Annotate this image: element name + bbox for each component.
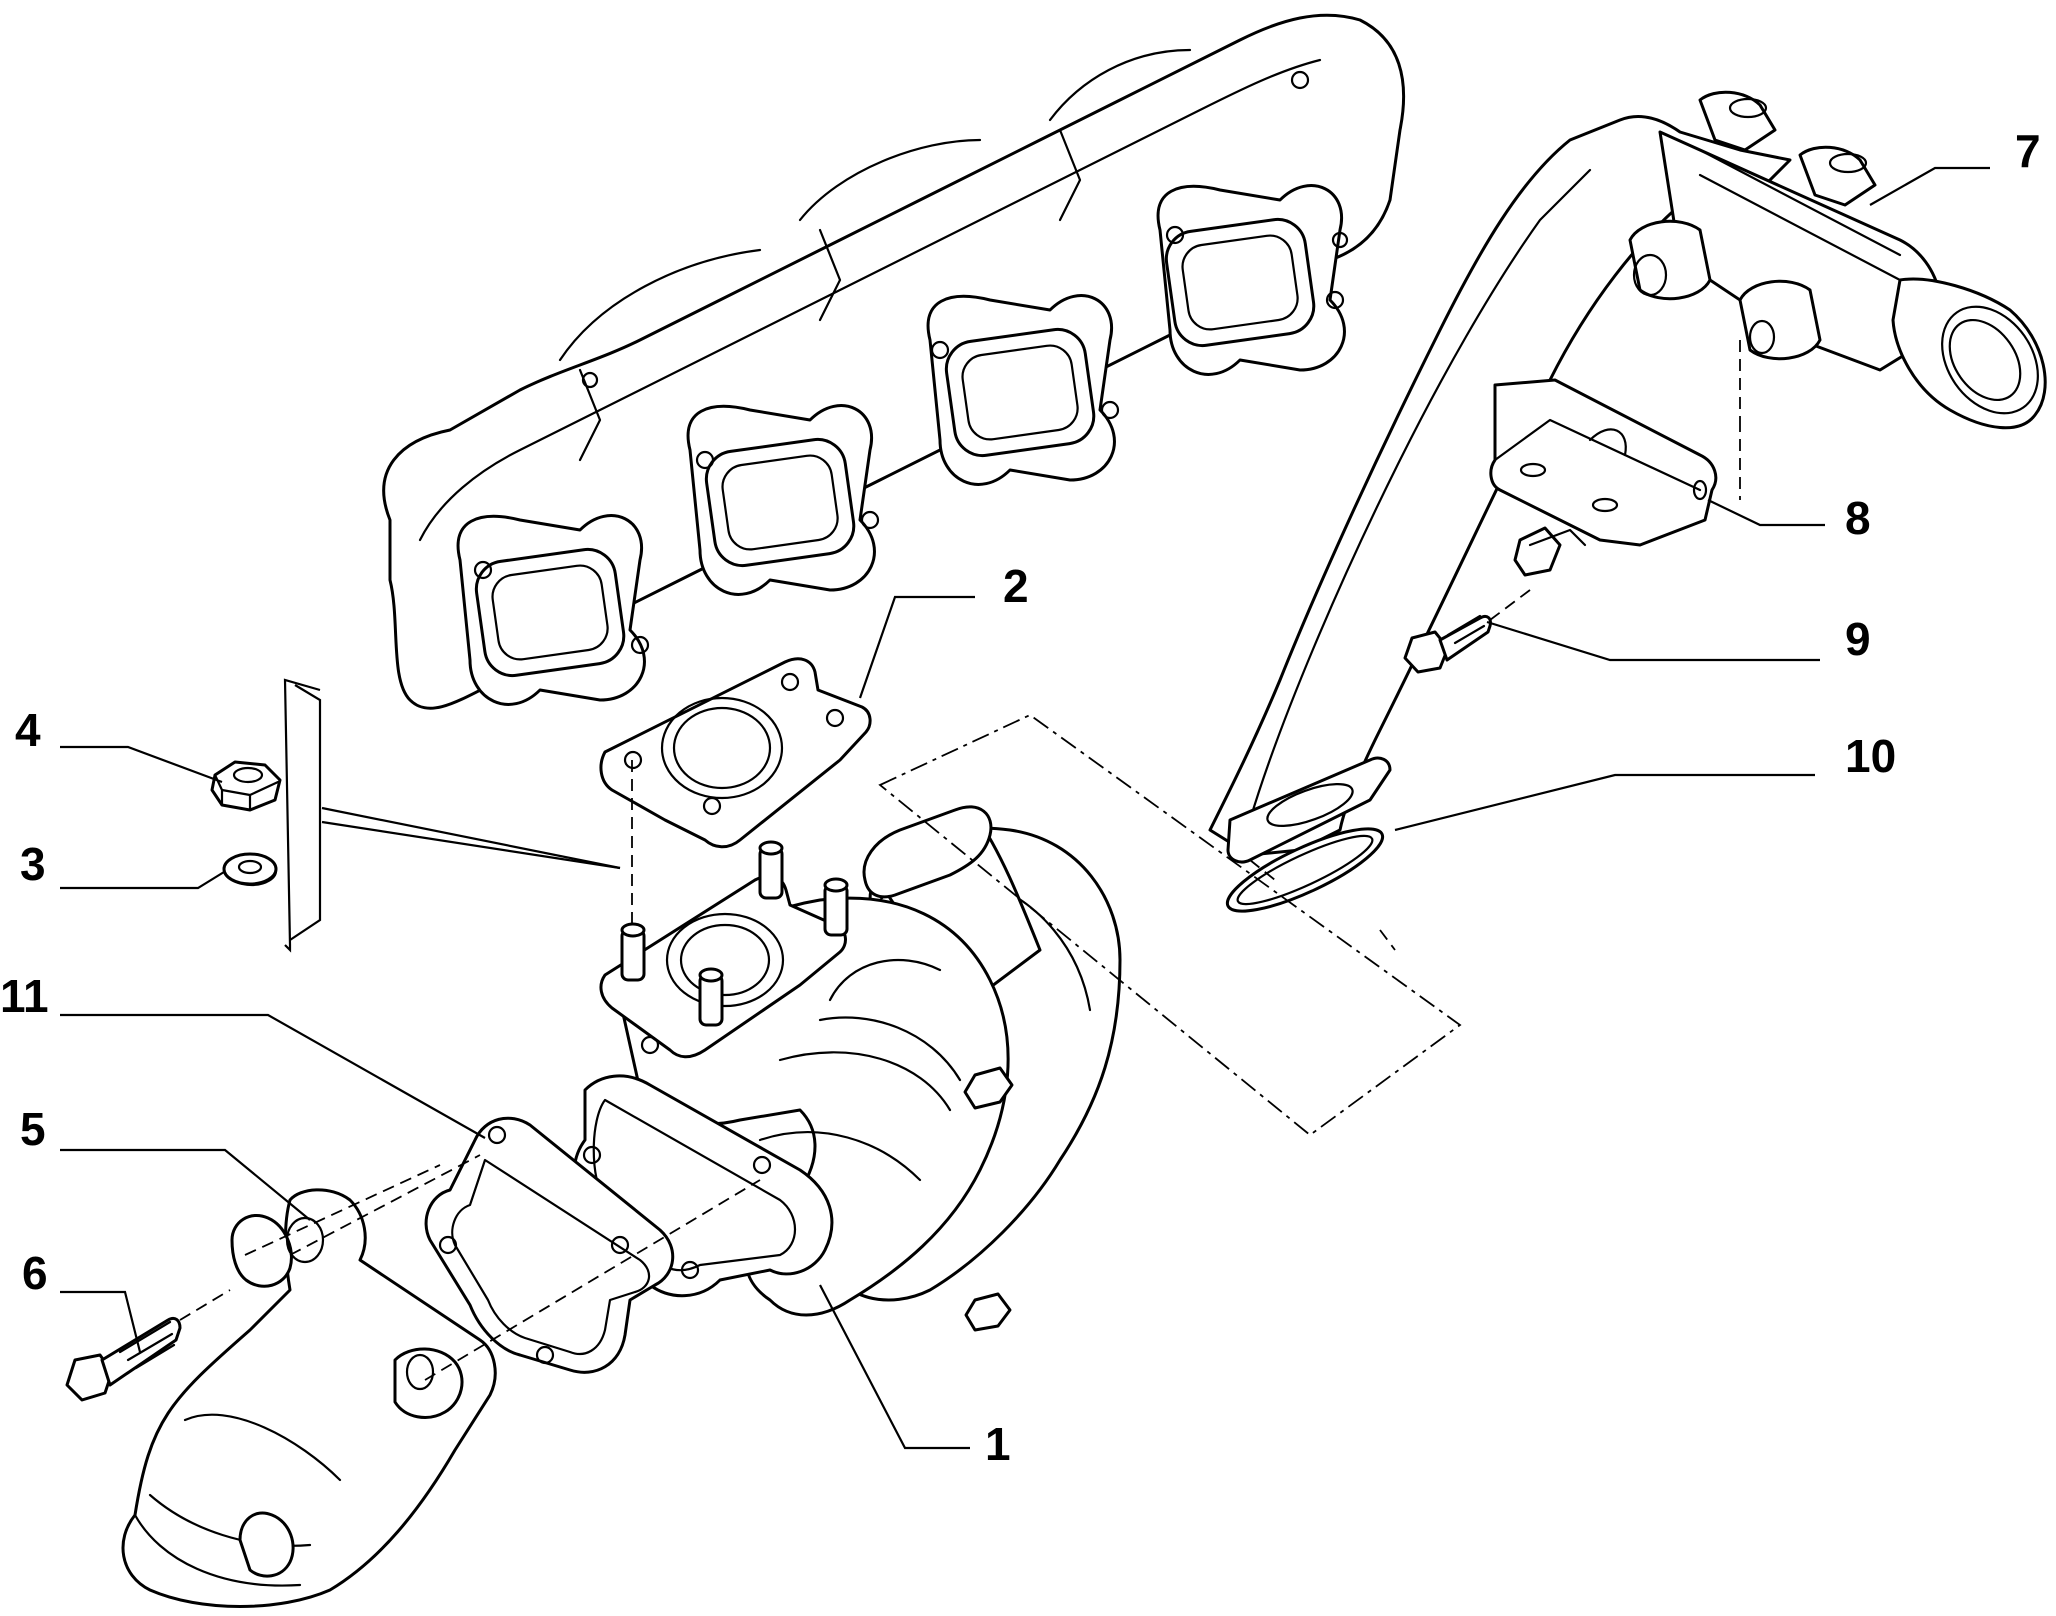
turbocharger: [572, 805, 1122, 1332]
callout-label-5: 5: [20, 1103, 46, 1155]
pipe-fitting: [1698, 90, 1777, 152]
pipe-mount-boss: [1628, 219, 1712, 301]
callout-1: 1: [819, 1284, 1011, 1470]
callout-5: 5: [20, 1103, 311, 1221]
pipe-mount-boss: [1738, 279, 1822, 361]
flange-stud: [758, 840, 784, 900]
callout-label-8: 8: [1845, 492, 1871, 544]
callout-label-11: 11: [0, 970, 49, 1022]
callout-6: 6: [22, 1247, 142, 1353]
callout-label-10: 10: [1845, 730, 1896, 782]
housing-bolt: [964, 1292, 1012, 1332]
manifold-port-flange-3: [926, 294, 1120, 486]
housing-bolt: [963, 1066, 1014, 1110]
pipe-fitting: [1798, 145, 1877, 207]
mounting-bracket: [1489, 378, 1718, 577]
turbo-flange-gasket: [599, 657, 872, 849]
callout-9: 9: [1486, 613, 1871, 665]
manifold-bolt-hole: [1290, 70, 1310, 90]
assembly-centerlines: [179, 340, 1741, 1381]
callout-label-6: 6: [22, 1247, 48, 1299]
hex-bolt-6: [65, 1316, 182, 1402]
exhaust-elbow-pipe: [121, 1188, 497, 1608]
callout-4: 4: [15, 704, 223, 784]
seal-ring: [1225, 827, 1385, 913]
callout-label-9: 9: [1845, 613, 1871, 665]
flange-stud: [620, 922, 646, 982]
callout-bracket-3-4: [289, 684, 621, 941]
callout-label-4: 4: [15, 704, 41, 756]
washer-3: [222, 852, 278, 887]
manifold-port-flange-2: [686, 404, 880, 596]
callout-label-2: 2: [1003, 560, 1029, 612]
callout-label-1: 1: [985, 1418, 1011, 1470]
manifold-bolt-hole: [1331, 231, 1349, 249]
outlet-flange-gasket: [424, 1116, 675, 1374]
manifold-port-flange-4: [1156, 184, 1346, 376]
manifold-bolt-hole: [581, 371, 599, 389]
callout-11: 11: [0, 970, 486, 1139]
callout-8: 8: [1707, 492, 1871, 544]
flange-stud: [823, 877, 849, 937]
callout-3: 3: [20, 838, 225, 890]
callout-label-3: 3: [20, 838, 46, 890]
callout-label-7: 7: [2015, 125, 2041, 177]
hex-bolt-9: [1403, 614, 1492, 674]
callout-10: 10: [1394, 730, 1896, 832]
callout-2: 2: [858, 560, 1029, 699]
hex-nut-4: [210, 760, 282, 812]
callout-7: 7: [1869, 125, 2041, 206]
flange-stud: [698, 967, 724, 1027]
manifold-port-flange-1: [456, 514, 650, 706]
